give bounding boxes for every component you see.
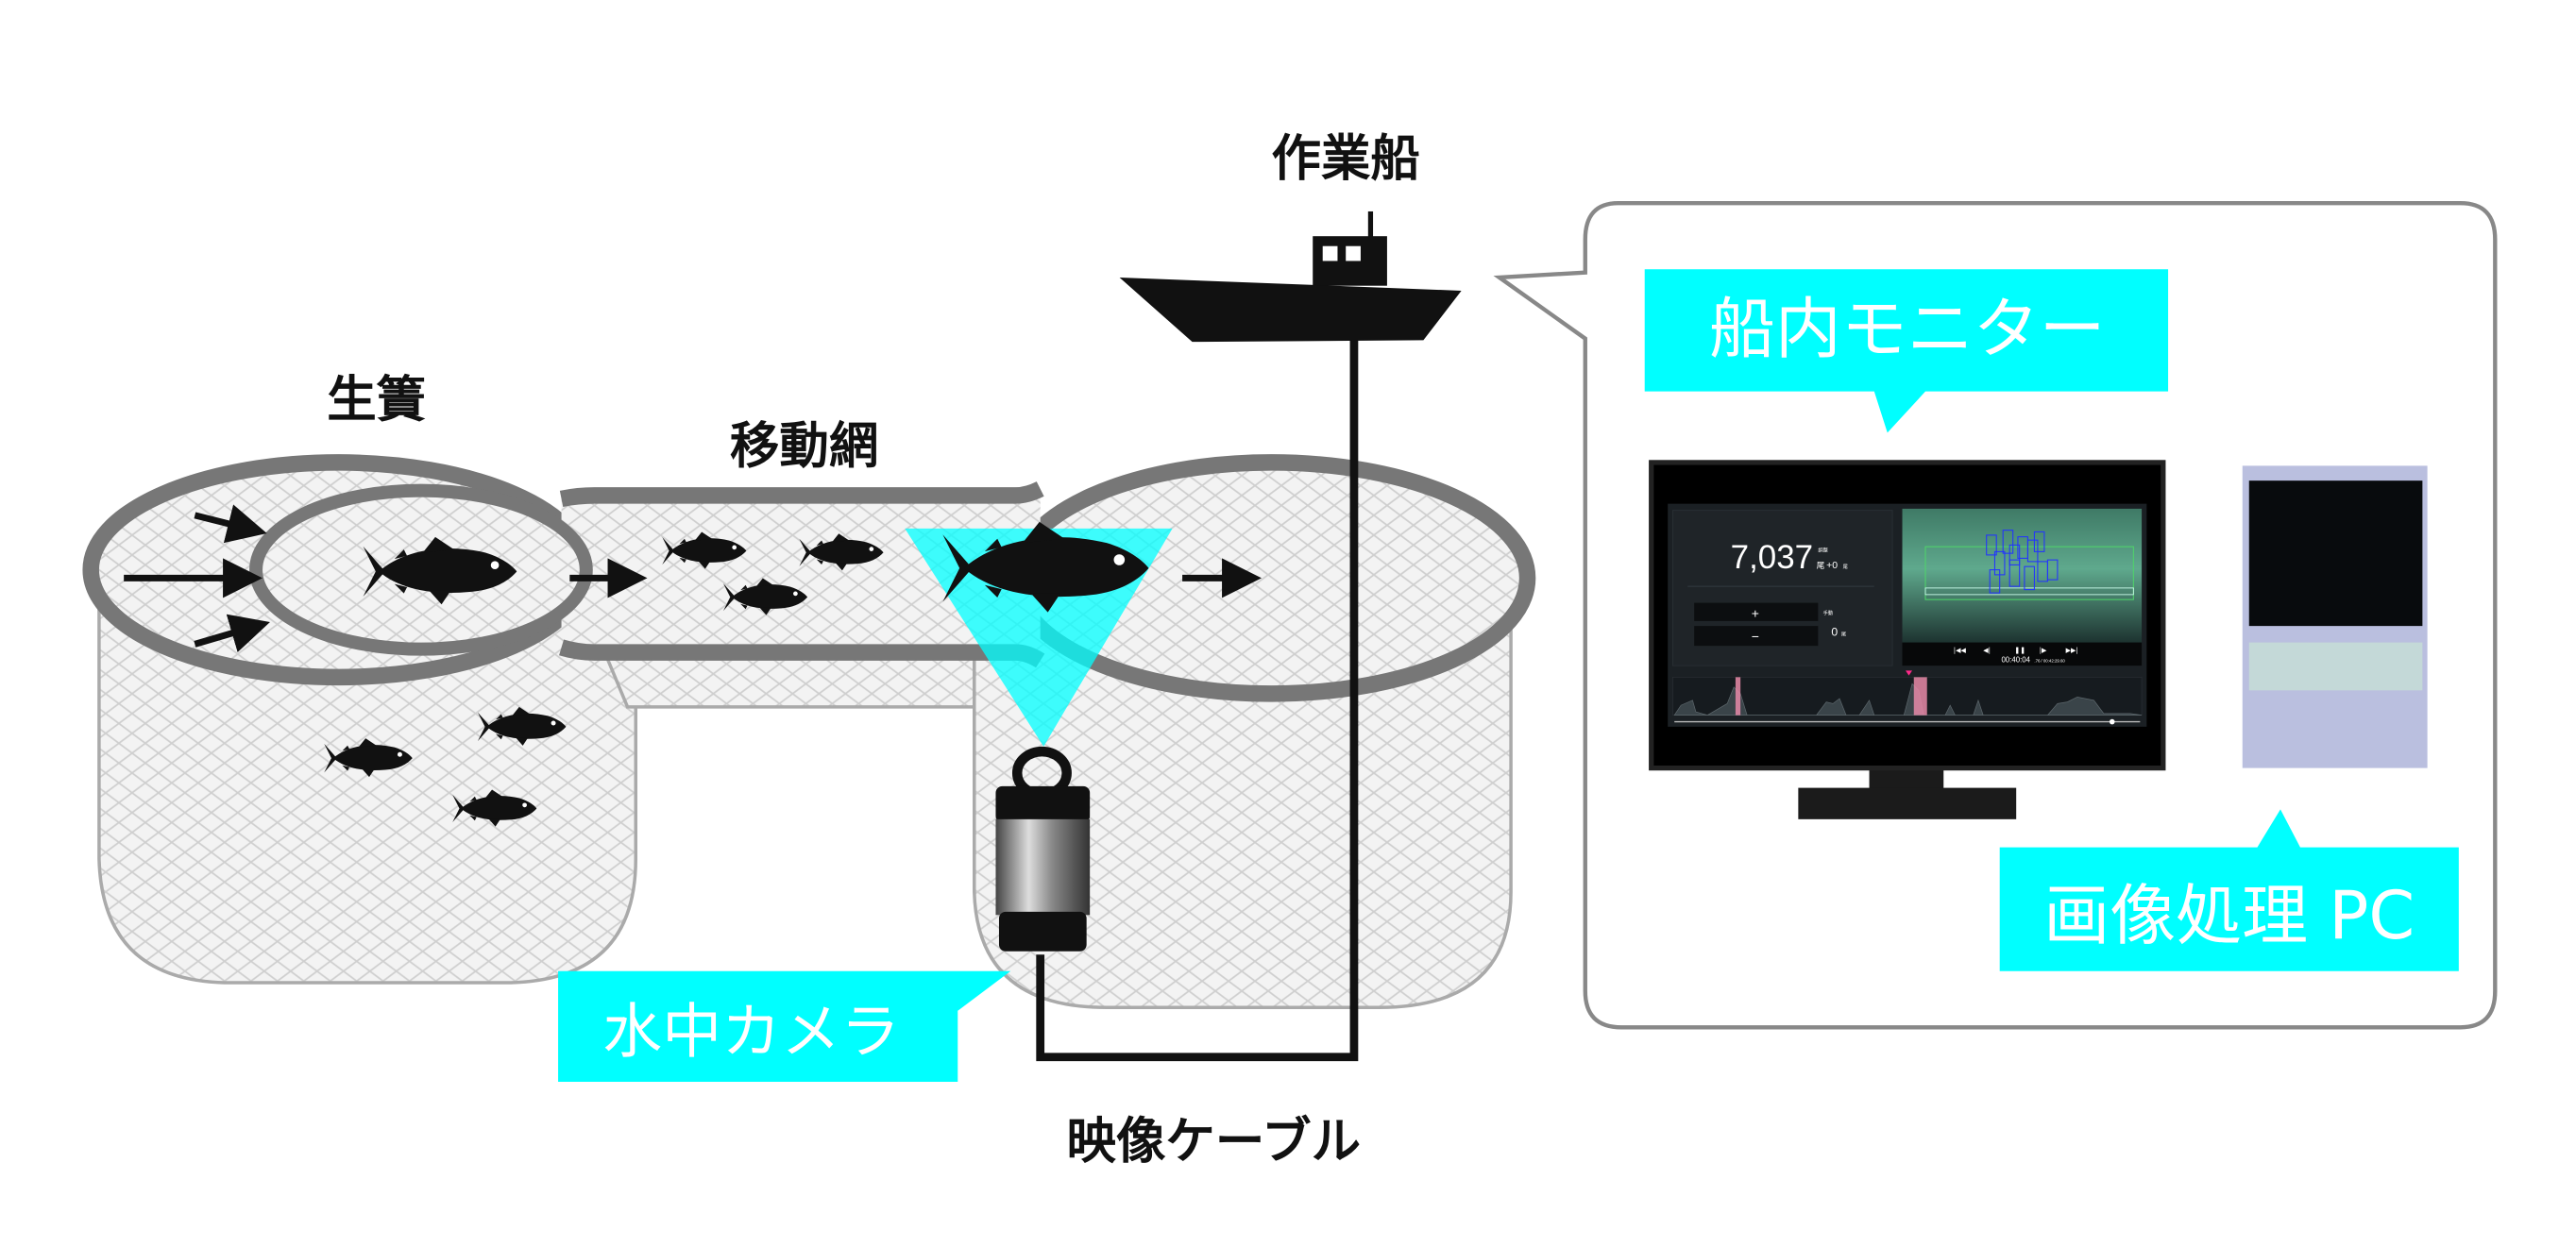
work-boat-icon — [1119, 211, 1462, 343]
onboard-monitor: 7,037 尾 調整 +0 尾 + − 手動 0 尾 |◀◀ ◀| ❚❚ — [1649, 460, 2166, 819]
manual-unit: 尾 — [1841, 632, 1846, 638]
manual-value: 0 — [1831, 626, 1838, 639]
plus-button[interactable] — [1694, 602, 1819, 621]
adjust-label: 調整 — [1818, 546, 1828, 553]
step-back-button[interactable]: ◀| — [1983, 647, 1991, 654]
onboard-monitor-callout: 船内モニター — [1644, 269, 2169, 433]
count-event-marker — [1913, 677, 1927, 716]
fish-count: 7,037 — [1731, 539, 1813, 576]
arrow-icon — [194, 614, 270, 652]
underwater-camera-callout: 水中カメラ — [558, 970, 1011, 1083]
step-forward-button[interactable]: |▶ — [2040, 647, 2047, 654]
fish-detection-boxes — [1986, 530, 2059, 594]
work-boat-label: 作業船 — [1272, 129, 1420, 187]
arrow-icon — [194, 504, 267, 544]
plus-button-label: + — [1752, 605, 1759, 620]
time-fraction: .76 — [2034, 659, 2041, 664]
playhead-marker-icon — [1906, 670, 1913, 676]
image-processing-pc-callout: 画像処理 PC — [1999, 809, 2459, 971]
receiving-net-bag — [972, 626, 1513, 1010]
fish-count-unit: 尾 — [1817, 561, 1825, 570]
net-rings — [82, 454, 1536, 702]
total-time: / 00:42:29.60 — [2041, 659, 2065, 664]
skip-back-button[interactable]: |◀◀ — [1954, 647, 1967, 654]
adjust-unit: 尾 — [1843, 564, 1848, 570]
minus-button-label: − — [1752, 629, 1759, 644]
transfer-net-label: 移動網 — [730, 417, 878, 475]
playback-slider-thumb[interactable] — [2109, 718, 2115, 725]
pause-button[interactable]: ❚❚ — [2014, 647, 2025, 654]
image-processing-pc-icon — [2242, 465, 2428, 768]
detection-zone — [1924, 546, 2134, 600]
count-activity-graph — [1673, 682, 2143, 716]
skip-forward-button[interactable]: ▶▶| — [2066, 647, 2078, 654]
adjust-value: +0 — [1826, 561, 1838, 571]
image-processing-pc-label: 画像処理 PC — [2043, 878, 2415, 954]
underwater-camera-icon — [995, 746, 1091, 952]
onboard-monitor-label: 船内モニター — [1709, 292, 2106, 368]
minus-button[interactable] — [1694, 626, 1819, 647]
fish-pen-label: 生簀 — [327, 371, 426, 429]
video-controls-bar — [1902, 642, 2143, 666]
flow-arrows — [124, 504, 1263, 652]
fish-pen-net-bag — [97, 593, 638, 985]
manual-label: 手動 — [1823, 609, 1833, 616]
current-time: 00:40:04 — [2001, 656, 2030, 665]
count-event-marker — [1735, 677, 1741, 716]
underwater-camera-label: 水中カメラ — [602, 998, 900, 1067]
video-cable-label: 映像ケーブル — [1067, 1113, 1362, 1171]
video-cable — [1036, 338, 1359, 1062]
camera-video-feed — [1902, 508, 2143, 643]
